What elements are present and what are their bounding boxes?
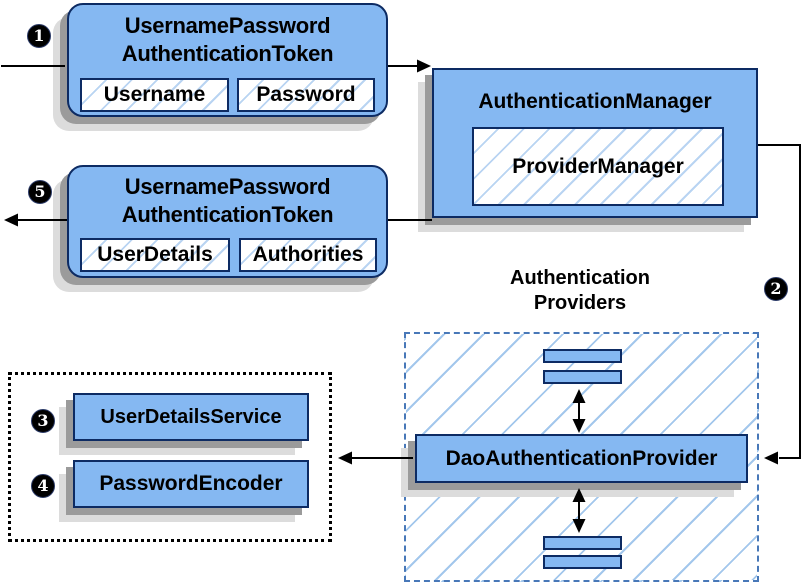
step-3-badge: 3 xyxy=(31,409,55,433)
authentication-providers-title-line1: Authentication xyxy=(510,267,650,289)
request-to-manager-arrowhead-icon xyxy=(417,59,431,73)
authorities-field-box: Authorities xyxy=(239,238,377,272)
username-password-token-response-box: UsernamePassword AuthenticationToken Use… xyxy=(67,165,388,278)
provider-slot-bar-bottom-2 xyxy=(543,555,622,569)
password-field-box: Password xyxy=(237,78,375,112)
authentication-providers-title-line2: Providers xyxy=(533,292,627,314)
response-outgoing-arrowhead-icon xyxy=(4,213,18,227)
provider-slot-bar-bottom-1 xyxy=(543,536,622,550)
user-details-service-box: UserDetailsService xyxy=(73,393,309,441)
token-request-title-line2: AuthenticationToken xyxy=(121,41,334,66)
provider-to-services-arrowhead-icon xyxy=(338,451,352,465)
user-details-field-box: UserDetails xyxy=(80,238,230,272)
username-field-box: Username xyxy=(80,78,229,112)
authentication-providers-title: Authentication Providers xyxy=(455,266,705,316)
authentication-manager-title: AuthenticationManager xyxy=(478,90,712,113)
token-response-title-line2: AuthenticationToken xyxy=(121,202,334,227)
token-request-title-line1: UsernamePassword xyxy=(124,13,331,38)
password-encoder-box: PasswordEncoder xyxy=(73,460,309,508)
authentication-manager-box: AuthenticationManager ProviderManager xyxy=(432,68,758,218)
token-response-title-line1: UsernamePassword xyxy=(124,174,331,199)
token-request-title: UsernamePassword AuthenticationToken xyxy=(69,5,386,68)
manager-to-provider-arrow xyxy=(758,144,801,459)
manager-to-provider-arrowhead-icon xyxy=(764,451,778,465)
step-5-badge: 5 xyxy=(28,180,52,204)
step-2-badge: 2 xyxy=(764,277,788,301)
step-4-badge: 4 xyxy=(31,474,55,498)
provider-slot-bar-top-2 xyxy=(543,370,622,384)
provider-slot-bar-top-1 xyxy=(543,349,622,363)
dao-authentication-provider-box: DaoAuthenticationProvider xyxy=(415,434,748,483)
provider-manager-box: ProviderManager xyxy=(472,127,724,206)
services-group-box xyxy=(8,372,332,542)
username-password-token-request-box: UsernamePassword AuthenticationToken Use… xyxy=(67,3,388,117)
step-1-badge: 1 xyxy=(27,24,51,48)
token-response-title: UsernamePassword AuthenticationToken xyxy=(69,167,386,229)
